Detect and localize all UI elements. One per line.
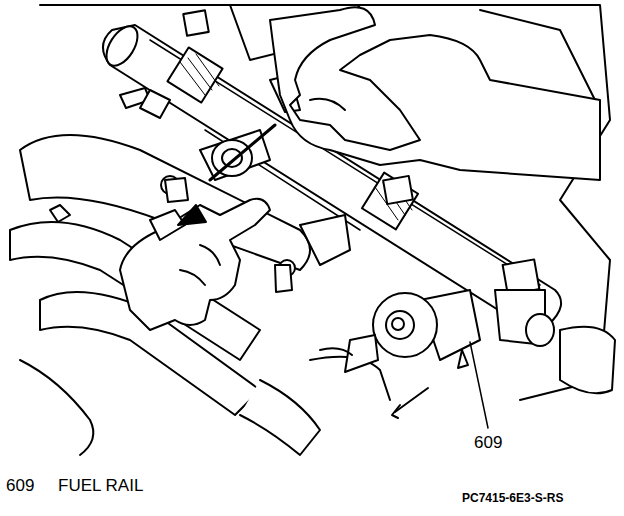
leader-line [470,342,488,428]
fuel-rail-part [140,90,170,118]
part-name: FUEL RAIL [58,477,143,494]
leader-line-part [470,342,488,428]
fuel-rail-part [183,10,208,35]
fuel-rail-part [212,140,252,176]
part-name-holder: FUEL RAIL [58,477,143,495]
hands [120,7,600,330]
pressure-regulator-part [320,348,352,355]
fuel-rail-part [167,47,222,102]
hands-part [120,199,270,330]
pressure-regulator [320,290,480,418]
engine-background-part [50,205,70,222]
hands-part [180,270,205,285]
hands-part [210,125,275,180]
fuel-rail-part [526,314,554,346]
engine-background-part [240,380,320,455]
hands-part [310,99,345,110]
pressure-regulator-part [373,293,437,357]
callout-number-holder: 609 [474,434,502,452]
fuel-rail-part [180,54,219,95]
figure-code: PC7415-6E3-S-RS [462,492,563,504]
engine-background-part [20,360,93,455]
fuel-rail-part [300,215,350,265]
callout-number: 609 [6,477,34,494]
engine-background [10,5,615,455]
fuel-rail-part [222,149,242,167]
pressure-regulator-part [458,350,468,368]
pressure-regulator-part [392,405,400,418]
fuel-rail-part [362,173,418,230]
pressure-regulator-part [386,311,414,339]
fuel-rail [100,10,561,346]
pressure-regulator-part [395,388,428,412]
pressure-regulator-part [392,318,404,330]
fuel-rail-part [103,25,561,330]
engine-background-part [560,327,615,394]
hands-part [200,245,220,265]
figure-code-holder: PC7415-6E3-S-RS [462,488,563,506]
hands-part [178,205,206,225]
callout-number: 609 [474,434,502,451]
hands-part [270,7,600,180]
fuel-rail-part [383,176,413,204]
fuel-rail-part [100,21,144,71]
fuel-rail-part [275,265,292,292]
fuel-rail-part [165,178,188,202]
callout-number-holder: 609 [6,477,34,495]
